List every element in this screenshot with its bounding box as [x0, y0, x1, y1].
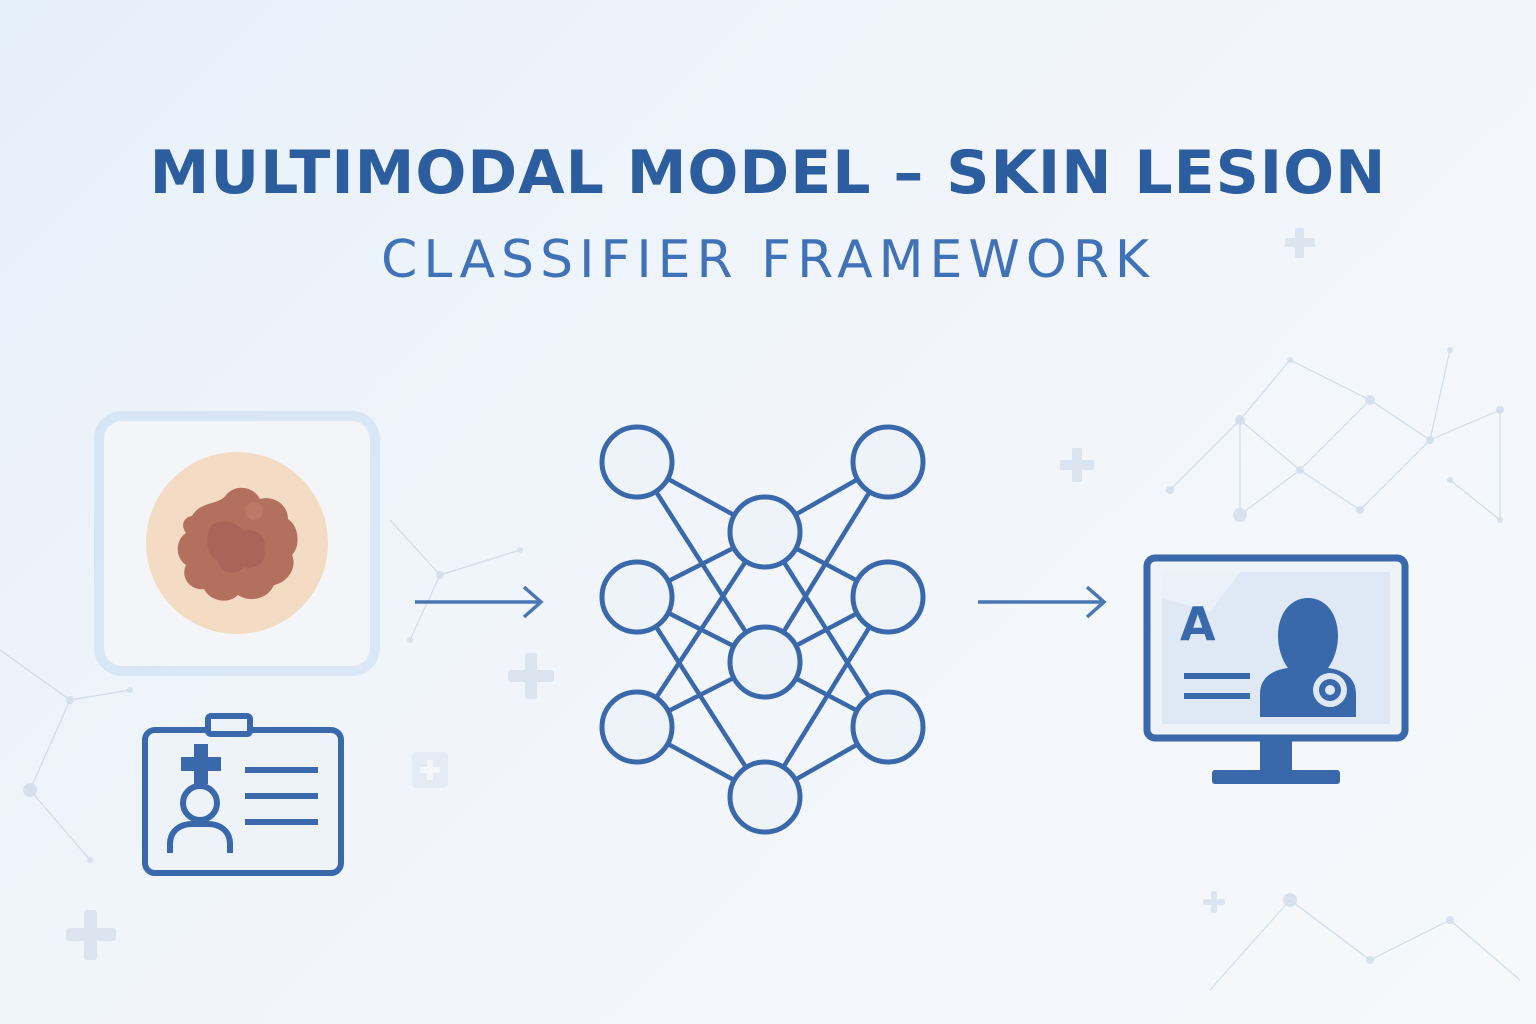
diagnosis-label: A [1180, 597, 1216, 651]
patient-id-card-icon [142, 713, 344, 876]
skin-lesion-image-card [104, 421, 370, 666]
page-subtitle: CLASSIFIER FRAMEWORK [381, 230, 1155, 290]
diagnosis-monitor: A [1140, 552, 1412, 792]
page-title: MULTIMODAL MODEL – SKIN LESION [149, 138, 1387, 208]
skin-lesion-icon [146, 452, 328, 634]
diagnosis-monitor-icon [1143, 554, 1409, 784]
neural-network-icon [599, 424, 926, 835]
flow-arrow-to-model [415, 585, 544, 619]
flow-arrow-to-output [978, 585, 1107, 619]
